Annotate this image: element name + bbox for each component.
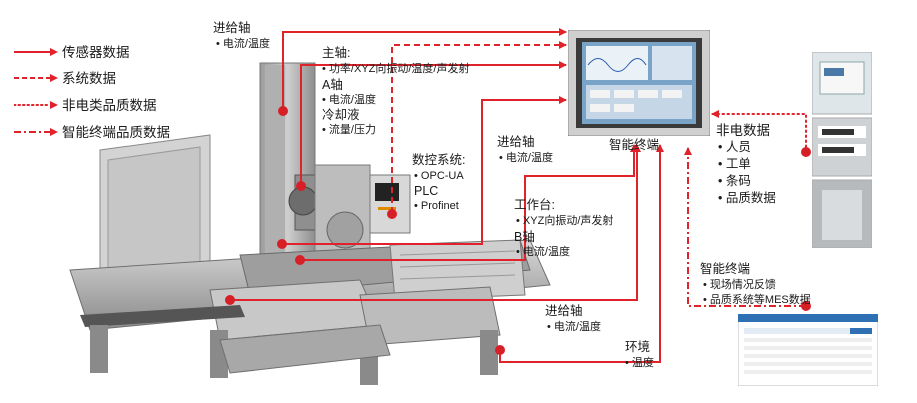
label-smart-terminal-title: 智能终端 [700,262,750,277]
label-feed-axis-top-item: 电流/温度 [216,38,270,51]
sensor-dot-non-electric [801,147,811,157]
label-plc-title: PLC [414,184,438,199]
label-environment-title: 环境 [625,340,650,355]
label-feed-axis-mid-title: 进给轴 [497,135,535,150]
label-non-electric-title: 非电数据 [716,122,770,139]
sensor-dot-environment [495,345,505,355]
label-feed-axis-mid-item: 电流/温度 [499,152,553,165]
label-feed-axis-bottom-item: 电流/温度 [547,321,601,334]
label-smart-terminal-item-1: 现场情况反馈 [703,279,776,292]
sensor-dot-feed-axis-top [278,106,288,116]
label-worktable-item: XYZ向振动/声发射 [516,215,613,228]
label-cnc-title: 数控系统: [412,153,465,168]
label-spindle-item: 功率/XYZ向振动/温度/声发射 [322,63,469,76]
sensor-dot-worktable [277,239,287,249]
label-non-electric-item-3: 条码 [718,174,751,189]
label-worktable-title: 工作台: [514,198,555,213]
sensor-dot-feed-axis-mid [295,255,305,265]
label-feed-axis-top-title: 进给轴 [213,21,251,36]
label-non-electric-item-1: 人员 [718,140,751,155]
sensor-dot-cnc [387,209,397,219]
sensor-dot-spindle [296,181,306,191]
label-feed-axis-bottom-title: 进给轴 [545,304,583,319]
label-b-axis-title: B轴 [514,230,535,245]
label-a-axis-item: 电流/温度 [322,94,376,107]
label-non-electric-item-4: 品质数据 [718,191,776,206]
label-plc-item: Profinet [414,200,459,213]
label-smart-terminal-item-2: 品质系统等MES数据 [703,294,811,307]
label-spindle-title: 主轴: [322,46,350,61]
label-environment-item: 温度 [625,357,654,370]
label-cnc-item: OPC-UA [414,170,464,183]
sensor-dot-feed-axis-bottom [225,295,235,305]
label-coolant-title: 冷却液 [322,108,360,123]
label-coolant-item: 流量/压力 [322,124,376,137]
label-terminal: 智能终端 [609,138,659,153]
label-non-electric-item-2: 工单 [718,157,751,172]
label-b-axis-item: 电流/温度 [516,246,570,259]
arrow-feed-axis-mid [300,145,634,260]
label-a-axis-title: A轴 [322,78,343,93]
